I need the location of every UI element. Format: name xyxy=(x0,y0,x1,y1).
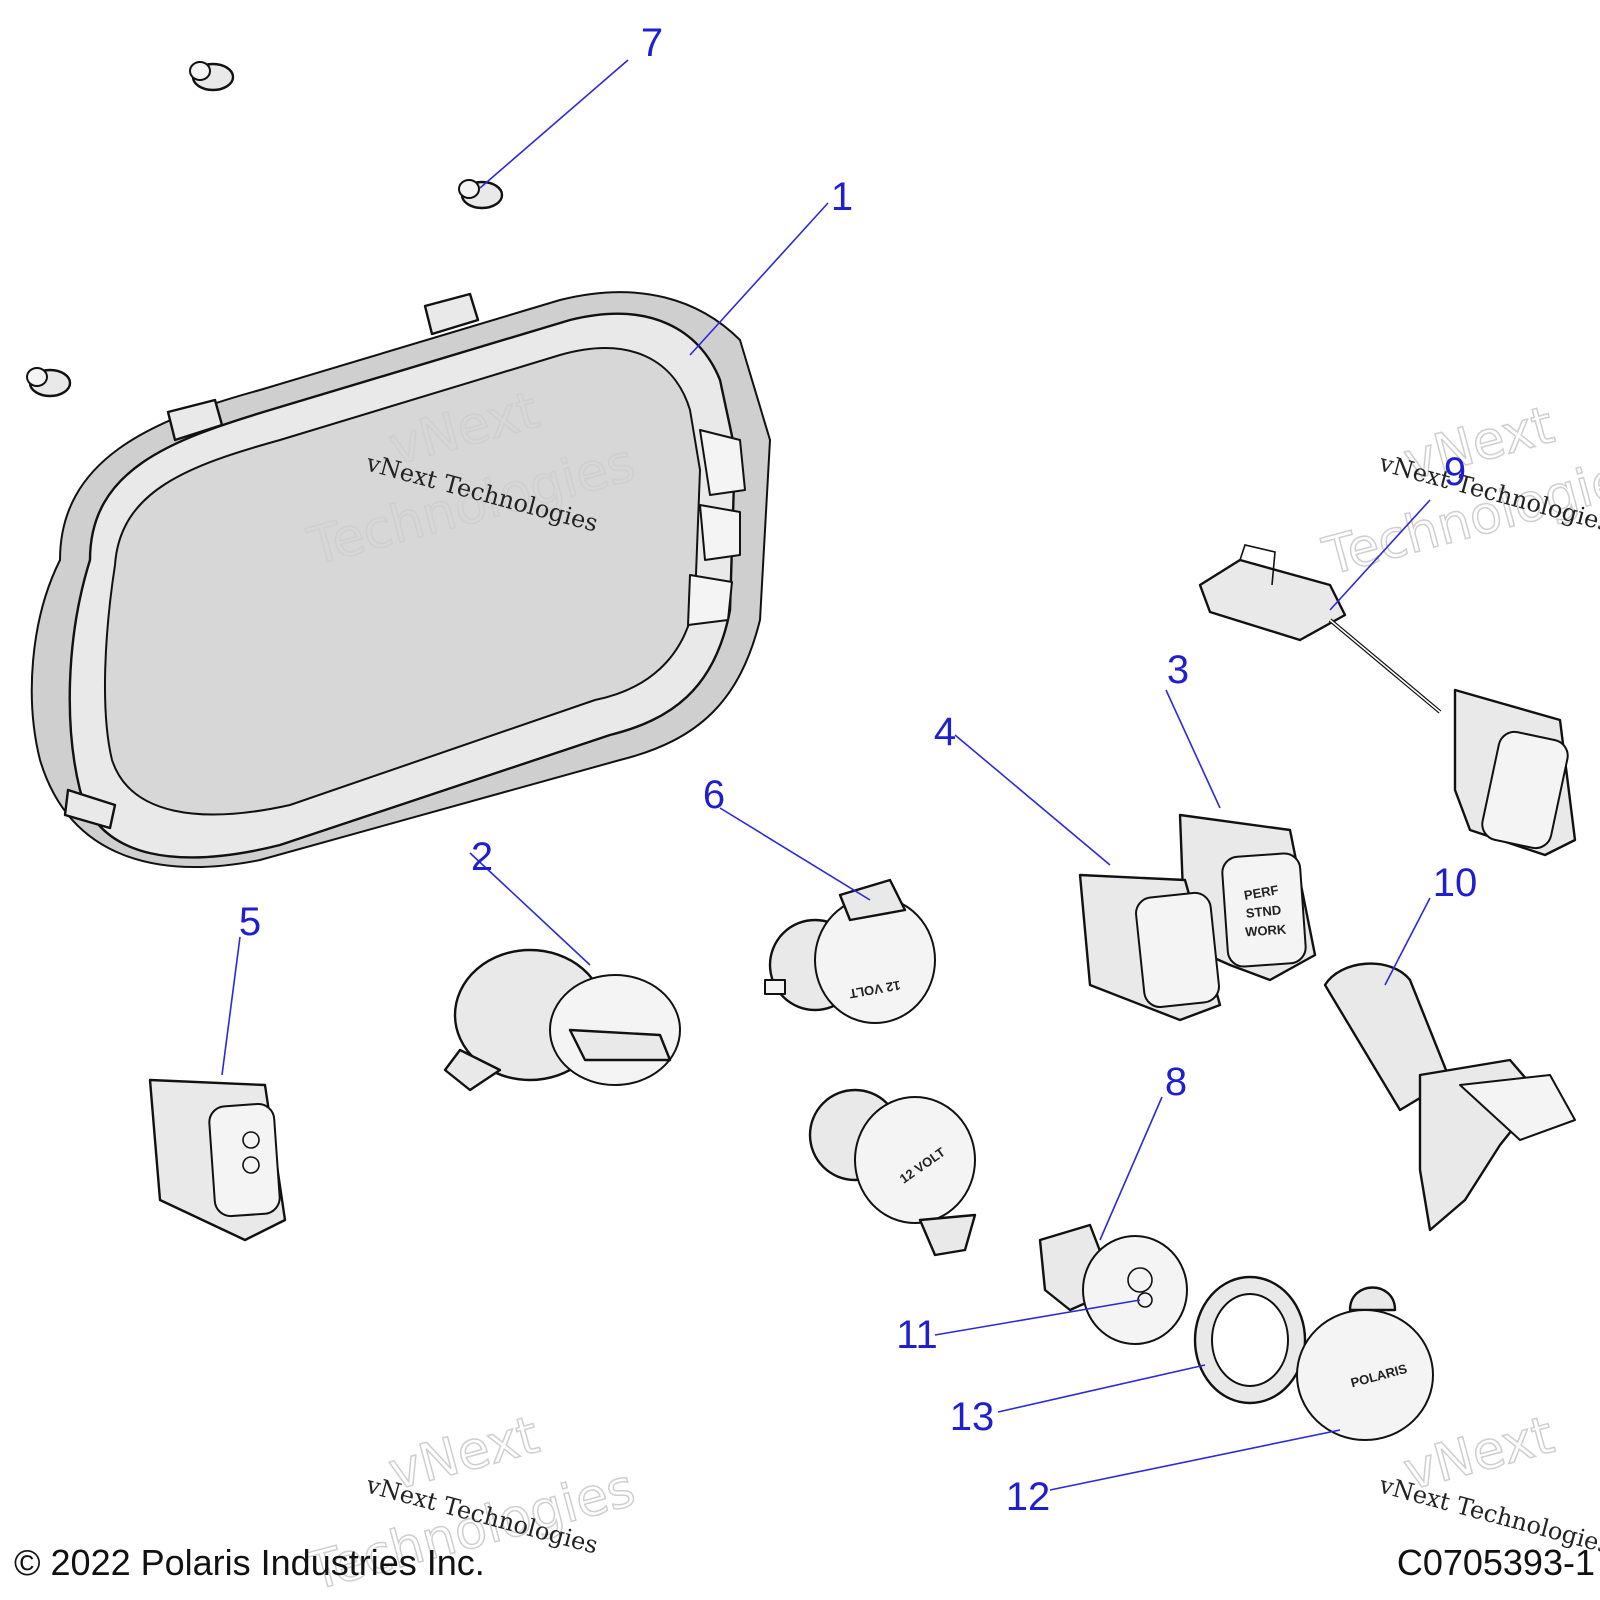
switch-3-line1: PERF xyxy=(1243,882,1280,903)
callouts: 1 2 3 4 5 6 7 8 9 10 11 12 13 xyxy=(239,21,1477,1519)
drawing-number: C0705393-1 xyxy=(1397,1542,1595,1583)
callout-10: 10 xyxy=(1433,861,1478,905)
screw-7b xyxy=(458,179,504,210)
switch-5 xyxy=(148,1078,287,1242)
switch-4 xyxy=(1078,873,1222,1022)
callout-13: 13 xyxy=(950,1395,995,1439)
callout-2: 2 xyxy=(471,835,493,879)
callout-1: 1 xyxy=(831,175,853,219)
switch-3-line3: WORK xyxy=(1245,922,1288,940)
callout-7: 7 xyxy=(641,21,663,65)
screw-7a xyxy=(189,61,235,92)
instrument-cluster-1 xyxy=(30,291,772,868)
watermark-bottom-right: vNext vNext Technologies xyxy=(1375,1405,1600,1560)
callout-12: 12 xyxy=(1006,1475,1051,1519)
callout-5: 5 xyxy=(239,900,261,944)
leader-lines xyxy=(221,59,1431,1491)
socket-12v-6b: 12 VOLT xyxy=(808,1088,977,1257)
ignition-switch-2 xyxy=(443,948,681,1092)
socket-12v-6a: 12 VOLT xyxy=(764,878,936,1024)
harness-switch-9 xyxy=(1198,544,1577,857)
callout-9: 9 xyxy=(1444,450,1466,494)
plug-11 xyxy=(1038,1223,1188,1345)
callout-6: 6 xyxy=(703,773,725,817)
usb-port-10 xyxy=(1323,962,1576,1232)
callout-3: 3 xyxy=(1167,648,1189,692)
switch-3-line2: STND xyxy=(1245,902,1282,921)
nut-13 xyxy=(1193,1275,1307,1405)
copyright-text: © 2022 Polaris Industries Inc. xyxy=(14,1542,485,1583)
callout-11: 11 xyxy=(896,1313,938,1357)
callout-8: 8 xyxy=(1165,1060,1187,1104)
cap-12: POLARIS xyxy=(1296,1286,1434,1441)
callout-4: 4 xyxy=(934,710,956,754)
screw-7c xyxy=(26,367,72,398)
